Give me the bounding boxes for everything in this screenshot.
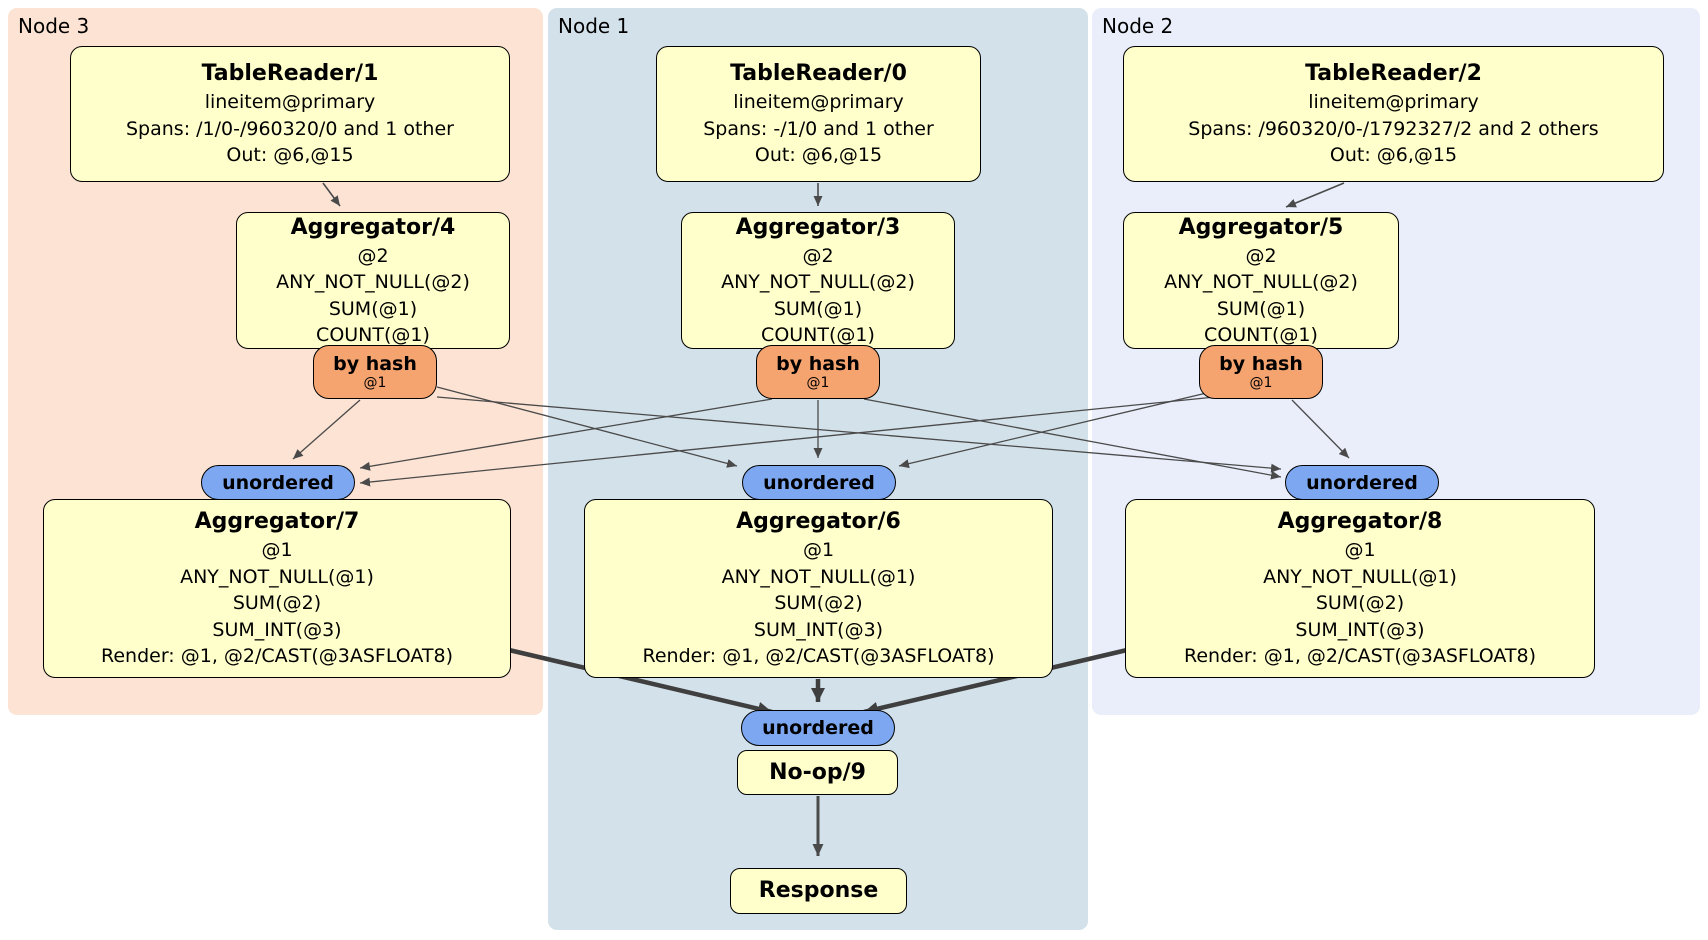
- box-line: lineitem@primary: [204, 91, 376, 114]
- edge-tr1-agg4: [322, 182, 341, 207]
- edge-tr2-agg5: [1285, 182, 1345, 208]
- box-line: SUM(@2): [774, 592, 863, 615]
- box-line: @1: [802, 539, 835, 562]
- sync-unordered-node3: unordered: [201, 465, 355, 500]
- edge-hash3-un1: [292, 399, 361, 460]
- box-line: Out: @6,@15: [1329, 144, 1458, 167]
- edge-hash2-un2: [898, 390, 1216, 469]
- box-line: ANY_NOT_NULL(@2): [276, 271, 470, 293]
- node-title: No-op/9: [769, 759, 866, 785]
- box-line: Out: @6,@15: [226, 144, 354, 167]
- node-title: Aggregator/8: [1277, 509, 1443, 535]
- panel-label-node-2: Node 2: [1102, 14, 1174, 38]
- node-noop-9: No-op/9: [737, 750, 898, 795]
- node-title: TableReader/0: [730, 61, 907, 87]
- edge-hash1-un1: [359, 398, 773, 471]
- sync-label: unordered: [222, 471, 334, 494]
- node-title: Aggregator/7: [194, 509, 360, 535]
- box-line: Spans: -/1/0 and 1 other: [703, 117, 934, 140]
- box-line: ANY_NOT_NULL(@1): [180, 565, 374, 588]
- box-line: COUNT(@1): [1204, 324, 1318, 346]
- router-label: by hash: [776, 353, 860, 375]
- box-line: SUM_INT(@3): [1295, 618, 1425, 641]
- box-line: SUM(@2): [232, 592, 322, 615]
- edge-hash2-un1: [359, 396, 1216, 487]
- node-response: Response: [730, 868, 907, 914]
- router-label: by hash: [333, 353, 417, 375]
- router-by-hash-node1: by hash @1: [756, 345, 880, 399]
- box-line: Render: @1, @2/CAST(@3ASFLOAT8): [101, 645, 453, 668]
- box-line: Spans: /960320/0-/1792327/2 and 2 others: [1188, 117, 1599, 140]
- box-line: SUM(@1): [773, 297, 863, 320]
- node-title: TableReader/1: [201, 61, 379, 87]
- box-line: @2: [1245, 244, 1277, 267]
- panel-label-node-1: Node 1: [558, 14, 630, 38]
- box-line: COUNT(@1): [761, 324, 875, 346]
- sync-label: unordered: [763, 471, 875, 494]
- router-columns: @1: [1249, 375, 1273, 391]
- edge-agg8-merge: [863, 647, 1128, 716]
- node-title: Aggregator/4: [290, 214, 456, 240]
- box-line: ANY_NOT_NULL(@1): [1263, 565, 1457, 588]
- box-line: ANY_NOT_NULL(@1): [721, 565, 916, 588]
- node-title: TableReader/2: [1305, 61, 1482, 87]
- box-line: SUM(@2): [1315, 592, 1405, 615]
- edge-agg7-merge: [508, 647, 773, 716]
- box-line: @1: [261, 539, 293, 562]
- router-by-hash-node3: by hash @1: [313, 345, 437, 399]
- node-title: Aggregator/6: [736, 509, 901, 535]
- box-line: COUNT(@1): [316, 324, 430, 346]
- edge-hash1-un3: [863, 398, 1282, 480]
- edge-hash3-un2: [436, 386, 738, 468]
- sync-unordered-node1: unordered: [742, 465, 896, 500]
- box-line: SUM_INT(@3): [212, 618, 342, 641]
- sync-label: unordered: [1306, 471, 1418, 494]
- router-columns: @1: [806, 375, 830, 391]
- box-line: ANY_NOT_NULL(@2): [721, 271, 915, 293]
- node-title: Aggregator/3: [735, 214, 901, 240]
- box-line: Render: @1, @2/CAST(@3ASFLOAT8): [642, 645, 995, 668]
- edge-hash2-un3: [1291, 399, 1350, 459]
- node-title: Aggregator/5: [1178, 214, 1344, 240]
- box-line: SUM(@1): [328, 297, 418, 320]
- sync-unordered-node2: unordered: [1285, 465, 1439, 500]
- box-line: lineitem@primary: [733, 91, 904, 114]
- box-line: @1: [1344, 539, 1376, 562]
- router-columns: @1: [363, 375, 387, 391]
- sync-unordered-final: unordered: [741, 710, 895, 746]
- box-line: Spans: /1/0-/960320/0 and 1 other: [126, 117, 454, 140]
- panel-label-node-3: Node 3: [18, 14, 90, 38]
- box-line: Out: @6,@15: [754, 144, 883, 167]
- box-line: ANY_NOT_NULL(@2): [1164, 271, 1358, 293]
- router-label: by hash: [1219, 353, 1303, 375]
- box-line: @2: [357, 244, 389, 267]
- box-line: @2: [802, 244, 834, 267]
- router-by-hash-node2: by hash @1: [1199, 345, 1323, 399]
- sync-label: unordered: [762, 717, 874, 739]
- box-line: SUM_INT(@3): [753, 618, 884, 641]
- node-title: Response: [758, 878, 879, 903]
- box-line: Render: @1, @2/CAST(@3ASFLOAT8): [1184, 645, 1536, 668]
- box-line: SUM(@1): [1216, 297, 1306, 320]
- box-line: lineitem@primary: [1308, 91, 1479, 114]
